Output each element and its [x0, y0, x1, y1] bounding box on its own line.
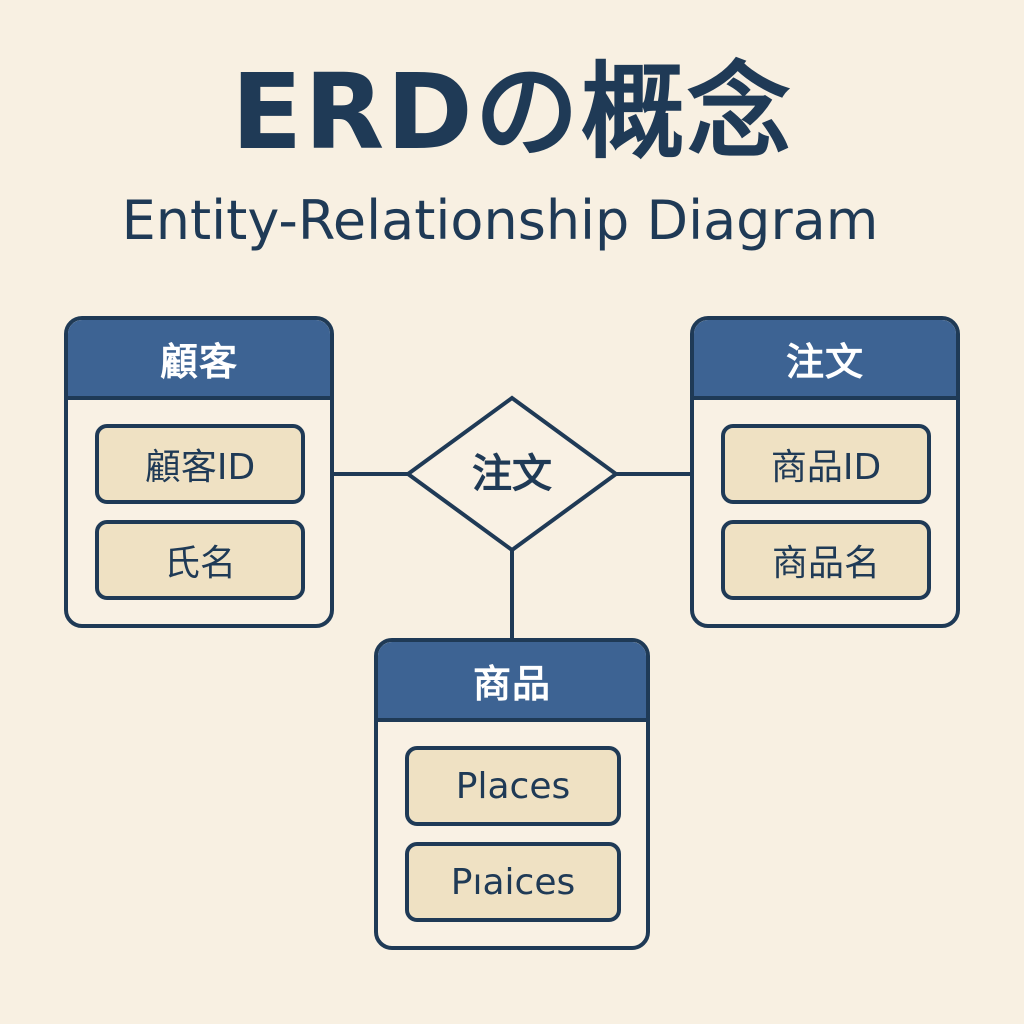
entity-product: 商品 Places Pıaices — [374, 638, 650, 950]
relationship-diamond — [404, 395, 620, 553]
attribute-plaices: Pıaices — [405, 842, 621, 922]
attribute-product-name: 商品名 — [721, 520, 931, 600]
entity-customer-name: 顧客 — [68, 320, 330, 400]
attribute-places: Places — [405, 746, 621, 826]
diagram-subtitle: Entity-Relationship Diagram — [121, 189, 879, 252]
entity-product-name: 商品 — [378, 642, 646, 722]
entity-customer: 顧客 顧客ID 氏名 — [64, 316, 334, 628]
relationship-label: 注文 — [472, 451, 552, 497]
attribute-product-id: 商品ID — [721, 424, 931, 504]
attribute-customer-name: 氏名 — [95, 520, 305, 600]
entity-order: 注文 商品ID 商品名 — [690, 316, 960, 628]
diagram-title: ERDの概念 — [231, 51, 793, 173]
attribute-customer-id: 顧客ID — [95, 424, 305, 504]
entity-order-name: 注文 — [694, 320, 956, 400]
